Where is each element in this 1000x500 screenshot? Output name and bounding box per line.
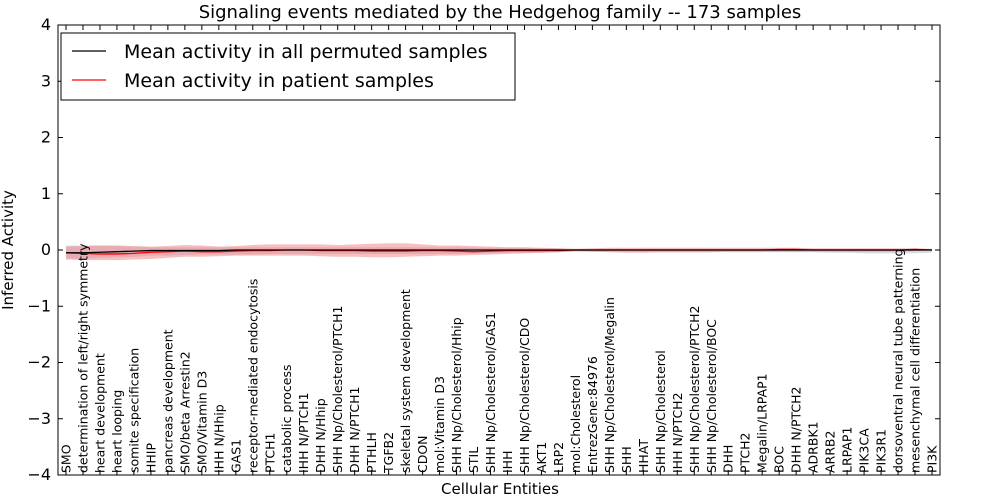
x-tick-label: LRP2 — [551, 442, 566, 473]
x-tick-label: SHH — [619, 446, 634, 473]
x-tick-label: dorsoventral neural tube patterning — [891, 248, 906, 473]
x-tick-label: SMO/beta Arrestin2 — [177, 351, 192, 473]
y-tick-label: 3 — [41, 71, 51, 90]
x-tick-label: ARRB2 — [823, 431, 838, 473]
y-axis: −4 −3 −2 −1 0 1 2 3 4 — [27, 15, 940, 484]
x-tick-label: mesenchymal cell differentiation — [908, 268, 923, 473]
legend-label-permuted: Mean activity in all permuted samples — [124, 41, 487, 63]
x-tick-label: GAS1 — [228, 439, 243, 473]
x-tick-label: HHIP — [143, 443, 158, 473]
x-axis-label: Cellular Entities — [441, 480, 559, 498]
y-axis-label: Inferred Activity — [0, 190, 17, 310]
x-tick-label: STIL — [466, 447, 481, 473]
x-tick-label: DHH N/PTCH1 — [347, 387, 362, 473]
x-tick-label: PTHLH — [364, 432, 379, 473]
x-tick-label: EntrezGene:84976 — [585, 356, 600, 473]
x-tick-label: AKT1 — [534, 442, 549, 473]
y-tick-label: 4 — [41, 15, 51, 34]
x-tick-label: SHH Np/Cholesterol/Hhip — [449, 317, 464, 473]
x-tick-label: IHH N/PTCH1 — [296, 392, 311, 473]
x-tick-label: BOC — [772, 446, 787, 473]
x-tick-label: somite specification — [126, 348, 141, 473]
x-tick-label: receptor-mediated endocytosis — [245, 279, 260, 473]
x-tick-label: mol:Vitamin D3 — [432, 376, 447, 473]
x-tick-label: heart looping — [109, 390, 124, 473]
permuted-mean-line — [66, 249, 932, 254]
y-tick-label: −2 — [27, 353, 51, 372]
x-tick-label: IHH N/PTCH2 — [670, 392, 685, 473]
x-tick-label: heart development — [92, 353, 107, 473]
x-tick-label: PTCH2 — [738, 432, 753, 473]
x-tick-label: SHH Np/Cholesterol/Megalin — [602, 297, 617, 473]
x-tick-label: ADRBK1 — [806, 421, 821, 473]
x-tick-label: Megalin/LRPAP1 — [755, 373, 770, 473]
patient-band — [66, 243, 932, 261]
x-tick-label: SHH Np/Cholesterol/CDO — [517, 318, 532, 473]
x-tick-label: LRPAP1 — [840, 427, 855, 473]
x-tick-label: SHH Np/Cholesterol — [653, 350, 668, 473]
y-tick-label: −3 — [27, 409, 51, 428]
plot-area — [65, 243, 933, 261]
x-tick-label: DHH N/Hhip — [313, 398, 328, 473]
legend-box — [60, 32, 516, 101]
x-tick-label: DHH N/PTCH2 — [789, 387, 804, 473]
y-tick-label: 1 — [41, 184, 51, 203]
x-tick-label: SHH Np/Cholesterol/PTCH2 — [687, 306, 702, 474]
y-tick-label: −1 — [27, 296, 51, 315]
legend: Mean activity in all permuted samples Me… — [60, 32, 516, 101]
x-tick-label: DHH — [721, 445, 736, 473]
y-tick-label: −4 — [27, 465, 51, 484]
x-tick-label: SHH Np/Cholesterol/PTCH1 — [330, 306, 345, 474]
y-tick-label: 2 — [41, 128, 51, 147]
x-tick-label: TGFB2 — [381, 432, 396, 474]
x-tick-label: SHH Np/Cholesterol/BOC — [704, 319, 719, 473]
x-tick-label: catabolic process — [279, 364, 294, 473]
x-tick-label: HHAT — [636, 439, 651, 473]
x-tick-label: SHH Np/Cholesterol/GAS1 — [483, 312, 498, 473]
chart-title: Signaling events mediated by the Hedgeho… — [199, 2, 802, 23]
x-tick-label: IHH — [500, 450, 515, 473]
x-tick-label: PTCH1 — [262, 432, 277, 473]
x-tick-label: SMO/Vitamin D3 — [194, 371, 209, 473]
x-tick-label: SMO — [59, 444, 74, 473]
x-tick-label: PI3K — [925, 445, 940, 473]
legend-label-patient: Mean activity in patient samples — [124, 70, 434, 92]
x-tick-label: CDON — [415, 435, 430, 473]
x-tick-label: skeletal system development — [398, 289, 413, 473]
x-tick-label: determination of left/right symmetry — [75, 243, 90, 473]
x-tick-label: PIK3R1 — [874, 429, 889, 473]
x-tick-label: IHH N/Hhip — [211, 404, 226, 473]
x-tick-label: mol:Cholesterol — [568, 375, 583, 473]
x-tick-label: pancreas development — [160, 329, 175, 473]
x-tick-label: PIK3CA — [857, 428, 872, 473]
y-tick-label: 0 — [41, 240, 51, 259]
